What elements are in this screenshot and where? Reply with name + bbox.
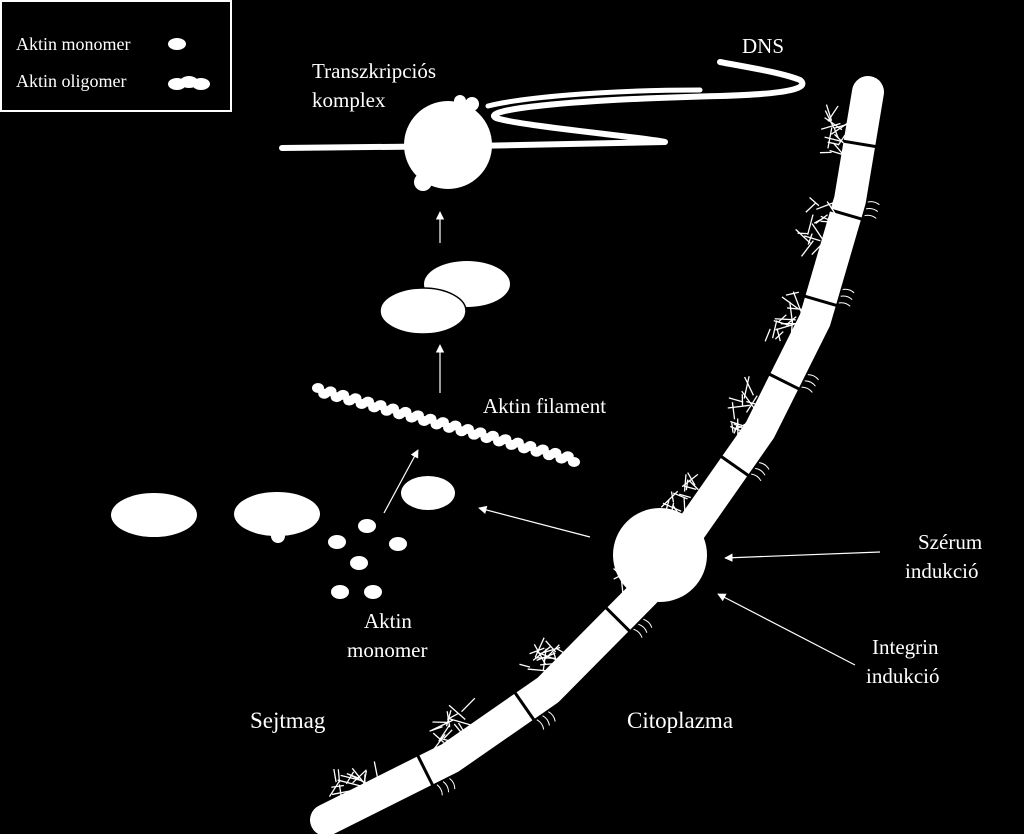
signal-receptor-sphere — [613, 508, 707, 602]
integrin-label-line2: indukció — [866, 664, 940, 688]
arrow-serum — [724, 551, 881, 562]
transcription-label-line2: komplex — [312, 88, 386, 112]
monomer-label-line1: Aktin — [364, 609, 412, 633]
membrane-lamina-hatching — [328, 104, 852, 797]
legend: Aktin monomer Aktin oligomer — [0, 0, 232, 112]
legend-monomer-swatch — [168, 38, 186, 50]
actin-filament — [312, 383, 580, 467]
cytoplasm-label: Citoplazma — [627, 708, 733, 733]
arrow-receptor-to-nucleus — [478, 505, 591, 538]
transcription-label-line1: Transzkripciós — [312, 59, 436, 83]
dna-strand — [279, 59, 806, 151]
nuclear-blob-left — [111, 493, 197, 537]
arrow-integrin — [717, 593, 856, 666]
actin-monomer-cluster — [328, 519, 407, 599]
serum-label-line1: Szérum — [918, 530, 982, 554]
actin-blob-small — [401, 476, 455, 510]
nuclear-membrane — [310, 76, 884, 834]
legend-monomer-label: Aktin monomer — [16, 34, 131, 54]
legend-oligomer-swatch — [168, 76, 210, 90]
actin-oligomer-pair — [379, 261, 510, 335]
serum-label-line2: indukció — [905, 559, 979, 583]
transcription-complex — [404, 95, 492, 191]
legend-oligomer-label: Aktin oligomer — [16, 71, 127, 91]
filament-label: Aktin filament — [483, 394, 606, 418]
arrow-monomer-to-filament — [383, 449, 419, 514]
nucleus-label: Sejtmag — [250, 708, 326, 733]
nuclear-blob-middle — [234, 492, 320, 543]
integrin-label-line1: Integrin — [872, 635, 939, 659]
legend-frame — [0, 0, 232, 112]
monomer-label-line2: monomer — [347, 638, 427, 662]
dna-label: DNS — [742, 34, 784, 58]
